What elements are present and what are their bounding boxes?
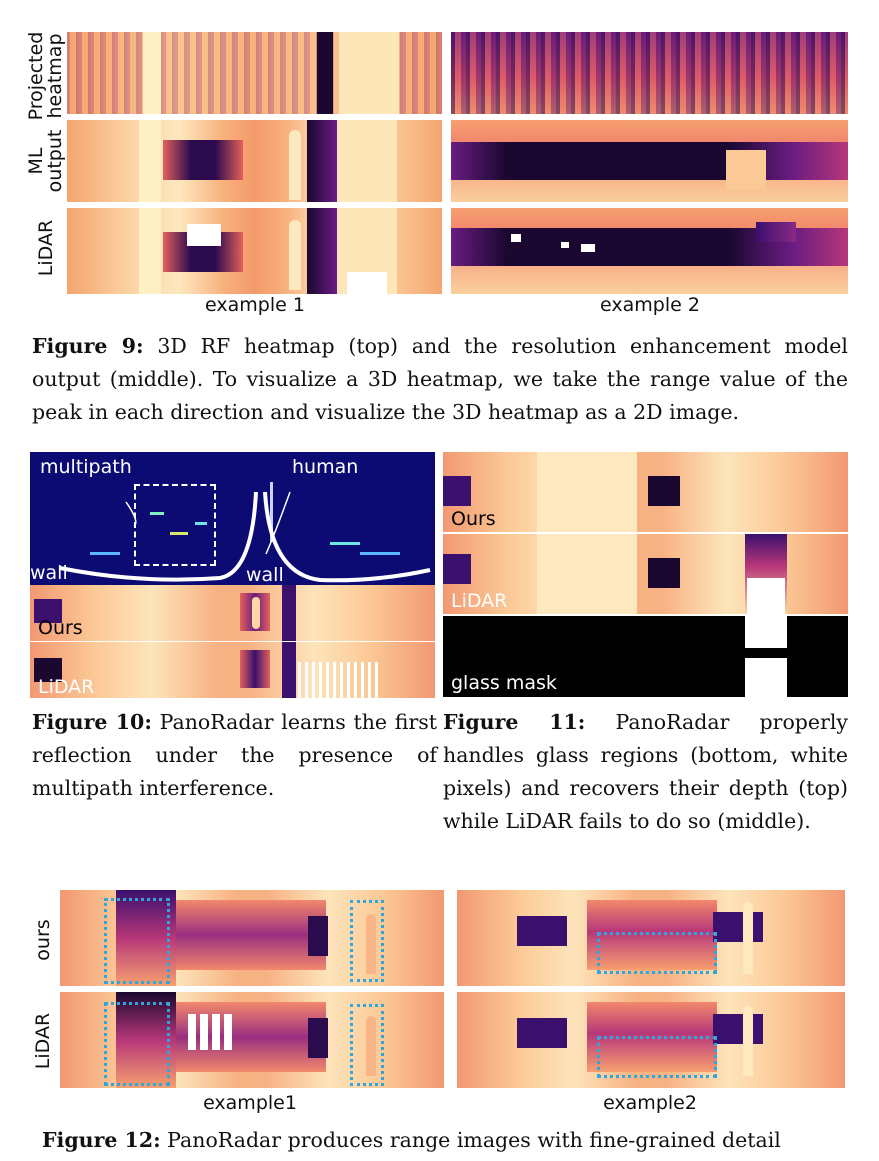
fig12-xlabel-example2: example2 <box>603 1092 697 1114</box>
fig12-row-label-ours: ours <box>32 919 54 961</box>
fig10-caption-label: Figure 10: <box>32 710 152 734</box>
fig12-xlabel-example1: example1 <box>203 1092 297 1114</box>
highlight-box-chairs-ours <box>597 932 717 974</box>
highlight-box-chairs-lidar <box>597 1036 717 1078</box>
fig11-label-lidar: LiDAR <box>451 590 508 612</box>
highlight-box-stairs-lidar <box>104 1002 170 1086</box>
fig12-caption-label: Figure 12: <box>42 1128 161 1152</box>
fig12-ex1-ours <box>60 890 444 986</box>
highlight-box-person-ours <box>350 900 384 982</box>
highlight-box-stairs-ours <box>104 898 170 984</box>
fig10-caption-text: PanoRadar learns the first reflection un… <box>32 710 438 800</box>
fig12-row-label-lidar: LiDAR <box>32 1012 54 1070</box>
fig9-ex1-heatmap <box>67 32 442 114</box>
label-wall-left: wall <box>30 562 68 584</box>
fig12-ex1-lidar <box>60 992 444 1088</box>
highlight-box-person-lidar <box>350 1004 384 1086</box>
fig9-ex2-lidar <box>451 208 848 294</box>
fig11-ours: Ours <box>443 452 848 532</box>
fig11-caption: Figure 11: PanoRadar properly handles gl… <box>443 706 848 838</box>
fig10-label-ours: Ours <box>38 617 83 639</box>
fig10-ours: Ours <box>30 585 435 641</box>
fig12-caption: Figure 12: PanoRadar produces range imag… <box>42 1124 842 1157</box>
fig12-caption-text: PanoRadar produces range images with fin… <box>160 1128 781 1152</box>
fig12-ex2-ours <box>457 890 845 986</box>
fig9-ex1-ml-output <box>67 120 442 202</box>
fig10-label-lidar: LiDAR <box>38 676 95 698</box>
fig9-caption: Figure 9: 3D RF heatmap (top) and the re… <box>32 330 848 429</box>
fig11-glass-mask: glass mask <box>443 616 848 697</box>
fig12-ex2-lidar <box>457 992 845 1088</box>
fig9-ex2-heatmap <box>451 32 848 114</box>
fig9-ex2-ml-output <box>451 120 848 202</box>
wall-curve <box>59 491 431 583</box>
fig11-lidar: LiDAR <box>443 534 848 614</box>
fig11-label-ours: Ours <box>451 508 496 530</box>
fig9-caption-text: 3D RF heatmap (top) and the resolution e… <box>32 334 848 424</box>
fig11-caption-text: PanoRadar properly handles glass regions… <box>443 710 849 833</box>
fig9-caption-label: Figure 9: <box>32 334 144 358</box>
fig10-heatmap: multipath human wall wall <box>30 452 435 585</box>
fig10-caption: Figure 10: PanoRadar learns the first re… <box>32 706 437 805</box>
fig9-ex1-lidar <box>67 208 442 294</box>
fig10-lidar: LiDAR <box>30 642 435 698</box>
fig11-label-glass-mask: glass mask <box>451 672 557 694</box>
label-wall-right: wall <box>246 564 284 585</box>
fig11-caption-label: Figure 11: <box>443 710 586 734</box>
fig9-xlabel-example-1: example 1 <box>205 294 305 316</box>
row-label-lidar: LiDAR <box>35 219 57 277</box>
label-multipath: multipath <box>40 456 132 478</box>
label-human: human <box>292 456 359 478</box>
fig9-xlabel-example-2: example 2 <box>600 294 700 316</box>
